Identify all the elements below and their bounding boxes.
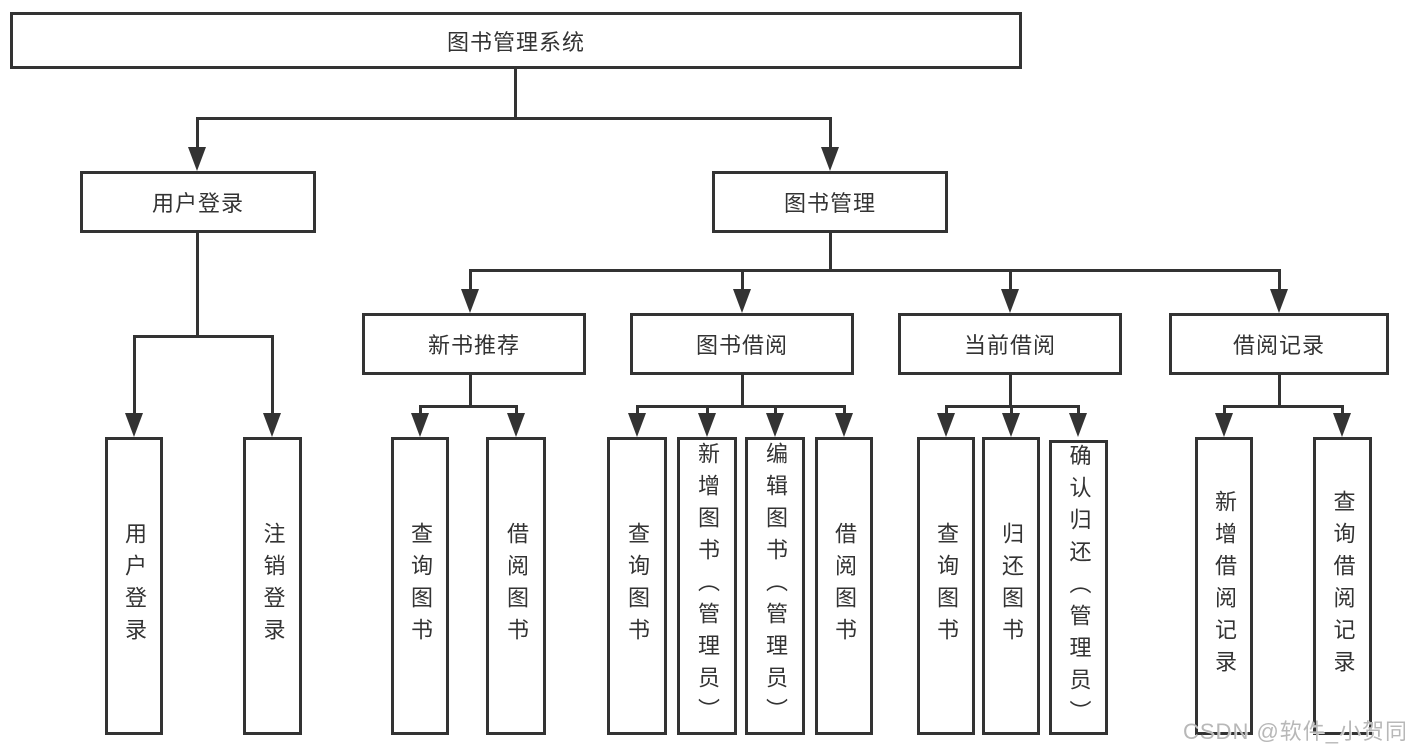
leaf-user-login: 用户登录: [105, 437, 163, 735]
arrowhead-down: [1069, 413, 1087, 437]
connector-drop-book-management: [829, 117, 832, 149]
leaf-add-borrow-record: 新增借阅记录: [1195, 437, 1253, 735]
connector-drop: [419, 405, 422, 417]
node-book-management: 图书管理: [712, 171, 948, 233]
arrowhead-down: [263, 413, 281, 437]
connector-drop-book-borrow: [741, 269, 744, 291]
leaf-add-borrow-record-label: 新增借阅记录: [1212, 490, 1237, 682]
node-user-login: 用户登录: [80, 171, 316, 233]
connector-current-borrow-stem: [1009, 375, 1012, 408]
leaf-query-books-borrow-label: 查询图书: [625, 522, 650, 650]
node-borrow-records-label: 借阅记录: [1232, 333, 1325, 358]
connector-new-book-stem: [469, 375, 472, 408]
connector-borrow-records-hbar: [1223, 405, 1344, 408]
leaf-logout: 注销登录: [243, 437, 302, 735]
leaf-query-borrow-record-label: 查询借阅记录: [1330, 490, 1356, 682]
connector-drop: [1341, 405, 1344, 417]
arrowhead-down: [1215, 413, 1233, 437]
connector-drop-borrow-records: [1278, 269, 1281, 291]
leaf-add-book-admin-label: 新增图书（管理员）: [695, 442, 720, 730]
leaf-confirm-return-admin-label: 确认归还（管理员）: [1066, 443, 1092, 732]
connector-drop: [1223, 405, 1226, 417]
node-new-book-recommend: 新书推荐: [362, 313, 586, 375]
connector-borrow-records-stem: [1278, 375, 1281, 408]
node-user-login-label: 用户登录: [151, 191, 244, 216]
leaf-edit-book-admin-label: 编辑图书（管理员）: [763, 442, 788, 730]
node-current-borrow: 当前借阅: [898, 313, 1122, 375]
arrowhead-down: [937, 413, 955, 437]
connector-drop-user-login: [196, 117, 199, 149]
leaf-edit-book-admin: 编辑图书（管理员）: [745, 437, 805, 735]
arrowhead-down: [821, 147, 839, 171]
leaf-user-login-label: 用户登录: [122, 522, 147, 650]
connector-new-book-hbar: [419, 405, 518, 408]
arrowhead-down: [411, 413, 429, 437]
node-book-borrow-label: 图书借阅: [695, 333, 788, 358]
connector-drop-leaf-logout: [271, 335, 274, 415]
leaf-borrow-books-recommend: 借阅图书: [486, 437, 546, 735]
leaf-query-books-borrow: 查询图书: [607, 437, 667, 735]
connector-drop: [774, 405, 777, 417]
leaf-query-books-recommend: 查询图书: [391, 437, 449, 735]
arrowhead-down: [461, 289, 479, 313]
arrowhead-down: [766, 413, 784, 437]
connector-drop: [706, 405, 709, 417]
node-book-management-label: 图书管理: [783, 191, 876, 216]
connector-book-borrow-hbar: [636, 405, 846, 408]
arrowhead-down: [1333, 413, 1351, 437]
leaf-query-books-recommend-label: 查询图书: [408, 522, 433, 650]
connector-book-management-hbar: [469, 269, 1281, 272]
node-new-book-recommend-label: 新书推荐: [427, 333, 520, 358]
arrowhead-down: [507, 413, 525, 437]
arrowhead-down: [188, 147, 206, 171]
node-library-system-label: 图书管理系统: [446, 29, 585, 55]
connector-drop-leaf-user-login: [133, 335, 136, 415]
leaf-borrow-books-borrow-label: 借阅图书: [832, 522, 857, 650]
csdn-watermark: CSDN @软件_小贺同学: [1183, 719, 1405, 744]
arrowhead-down: [1270, 289, 1288, 313]
node-borrow-records: 借阅记录: [1169, 313, 1389, 375]
connector-root-stem: [514, 69, 517, 118]
leaf-return-book-label: 归还图书: [999, 522, 1024, 650]
connector-drop: [515, 405, 518, 417]
connector-drop: [636, 405, 639, 417]
arrowhead-down: [125, 413, 143, 437]
connector-drop: [1010, 405, 1013, 417]
leaf-query-books-current-label: 查询图书: [934, 522, 959, 650]
connector-book-management-stem: [829, 233, 832, 272]
arrowhead-down: [835, 413, 853, 437]
leaf-confirm-return-admin: 确认归还（管理员）: [1049, 440, 1108, 735]
arrowhead-down: [698, 413, 716, 437]
arrowhead-down: [1002, 413, 1020, 437]
arrowhead-down: [628, 413, 646, 437]
connector-user-login-stem: [196, 233, 199, 338]
leaf-return-book: 归还图书: [982, 437, 1040, 735]
connector-book-borrow-stem: [741, 375, 744, 408]
leaf-borrow-books-recommend-label: 借阅图书: [504, 522, 529, 650]
arrowhead-down: [733, 289, 751, 313]
leaf-query-books-current: 查询图书: [917, 437, 975, 735]
connector-drop: [843, 405, 846, 417]
connector-drop: [945, 405, 948, 417]
connector-root-hbar: [196, 117, 832, 120]
leaf-add-book-admin: 新增图书（管理员）: [677, 437, 737, 735]
connector-user-login-hbar: [133, 335, 274, 338]
leaf-borrow-books-borrow: 借阅图书: [815, 437, 873, 735]
leaf-query-borrow-record: 查询借阅记录: [1313, 437, 1372, 735]
connector-drop-current-borrow: [1009, 269, 1012, 291]
node-current-borrow-label: 当前借阅: [963, 333, 1056, 358]
node-book-borrow: 图书借阅: [630, 313, 854, 375]
connector-drop-new-book: [469, 269, 472, 291]
leaf-logout-label: 注销登录: [260, 522, 286, 650]
node-library-system: 图书管理系统: [10, 12, 1022, 69]
arrowhead-down: [1001, 289, 1019, 313]
connector-drop: [1077, 405, 1080, 417]
